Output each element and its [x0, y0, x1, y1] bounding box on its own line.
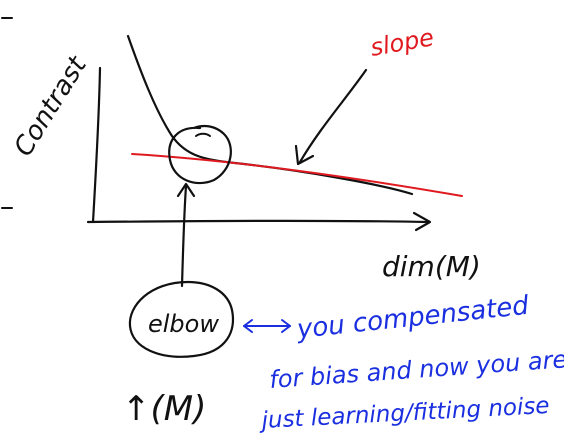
- slope-pointer-arrow: [298, 68, 368, 164]
- note-line-3: just learning/fitting noise: [258, 393, 550, 434]
- note-double-arrow-left-head: [243, 319, 253, 333]
- note-line-2: for bias and now you are: [268, 345, 564, 394]
- elbow-pointer-arrow: [180, 184, 188, 288]
- contrast-curve: [126, 34, 414, 196]
- note-line-1: you compensated: [295, 291, 531, 345]
- y-axis: [91, 66, 102, 224]
- x-axis-arrowhead: [412, 211, 432, 232]
- elbow-label-circle: [128, 280, 234, 358]
- y-axis-label: Contrast: [8, 51, 93, 162]
- slope-line: [131, 153, 463, 197]
- elbow-label: elbow: [148, 310, 219, 338]
- slope-pointer-arrowhead: [294, 144, 315, 166]
- elbow-circle: [168, 124, 232, 185]
- elbow-circle-inner-mark: [195, 132, 211, 137]
- x-axis-label: dim(M): [382, 250, 481, 283]
- slope-label: slope: [368, 23, 436, 62]
- x-axis: [86, 219, 430, 224]
- elbow-pointer-arrowhead: [176, 182, 196, 198]
- note-double-arrow-right-head: [281, 319, 291, 333]
- m-label: ↑(M): [122, 389, 206, 429]
